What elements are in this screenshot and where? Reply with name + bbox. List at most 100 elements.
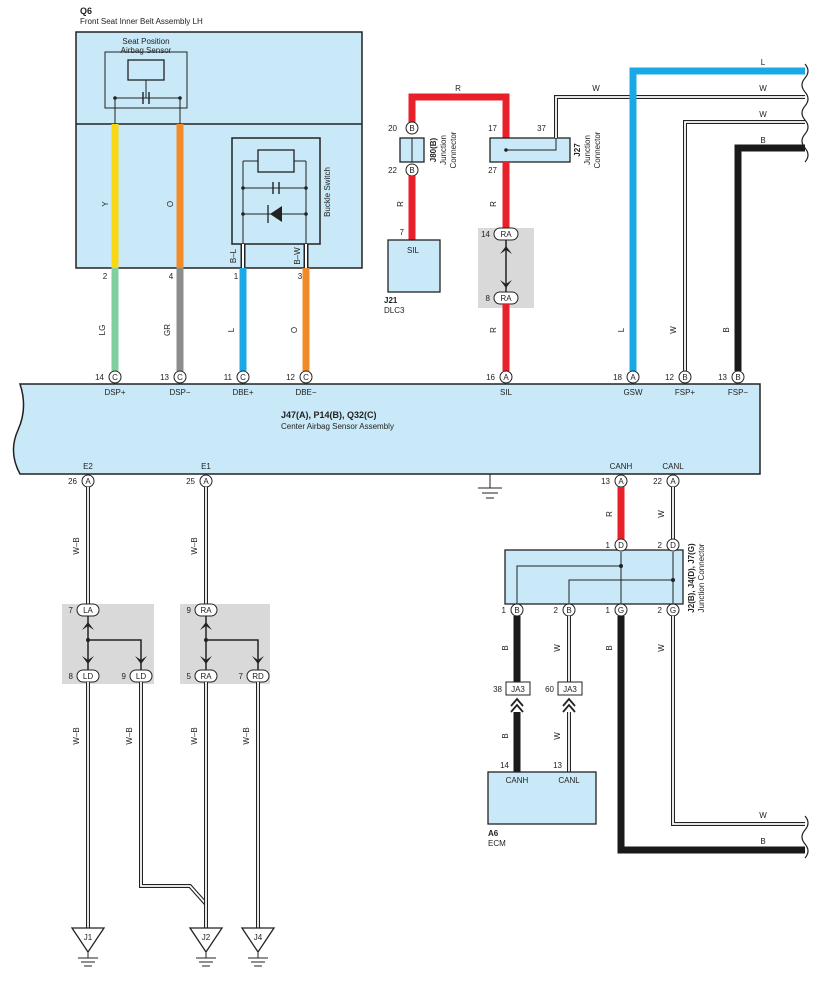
svg-text:2: 2 [658, 541, 663, 550]
svg-text:C: C [303, 373, 309, 382]
svg-text:2: 2 [554, 606, 559, 615]
svg-text:26: 26 [68, 477, 77, 486]
svg-text:1: 1 [234, 272, 239, 281]
svg-text:ECM: ECM [488, 839, 506, 848]
svg-text:W–B: W–B [125, 727, 134, 744]
svg-text:C: C [177, 373, 183, 382]
svg-text:R: R [489, 327, 498, 333]
svg-text:A: A [85, 477, 91, 486]
svg-text:C: C [112, 373, 118, 382]
ja3-left [505, 681, 531, 696]
svg-text:B: B [682, 373, 687, 382]
svg-text:SIL: SIL [407, 246, 420, 255]
q6-name: Front Seat Inner Belt Assembly LH [80, 17, 203, 26]
svg-text:13: 13 [718, 373, 727, 382]
svg-text:W–B: W–B [190, 727, 199, 744]
svg-text:A6: A6 [488, 829, 499, 838]
svg-text:FSP+: FSP+ [675, 388, 696, 397]
svg-text:B: B [760, 837, 765, 846]
svg-text:O: O [290, 327, 299, 333]
svg-text:J21: J21 [384, 296, 398, 305]
j27-code: J27 [573, 143, 582, 157]
svg-text:LA: LA [83, 606, 93, 615]
svg-text:DBE+: DBE+ [232, 388, 253, 397]
svg-text:12: 12 [665, 373, 674, 382]
svg-text:DSP+: DSP+ [104, 388, 125, 397]
svg-text:A: A [503, 373, 509, 382]
svg-text:A: A [670, 477, 676, 486]
ground-j4-icon: J4 [240, 927, 276, 967]
jj-code: J2(B), J4(D), J7(G) [687, 543, 696, 613]
svg-text:B: B [501, 645, 510, 650]
sensor-label-1: Seat Position [122, 37, 169, 46]
svg-text:13: 13 [601, 477, 610, 486]
wire-canh-out [617, 616, 805, 854]
svg-text:B: B [605, 645, 614, 650]
svg-text:18: 18 [613, 373, 622, 382]
svg-text:9: 9 [122, 672, 127, 681]
svg-text:A: A [618, 477, 624, 486]
svg-text:5: 5 [187, 672, 192, 681]
svg-text:1: 1 [606, 606, 611, 615]
wire-label-bl: B–L [229, 248, 238, 263]
svg-text:B: B [409, 166, 414, 175]
svg-text:W: W [759, 110, 767, 119]
ground-j1-icon: J1 [70, 927, 106, 967]
svg-text:D: D [618, 541, 624, 550]
svg-text:DLC3: DLC3 [384, 306, 405, 315]
wire-label-bw: B–W [293, 247, 302, 265]
ja3-right [557, 681, 583, 696]
dlc3-box [387, 239, 441, 293]
svg-text:RA: RA [200, 672, 212, 681]
junction-connector-j2-j4-j7 [504, 549, 684, 605]
svg-text:L: L [761, 58, 766, 67]
ecm-box [487, 771, 597, 825]
svg-text:G: G [670, 606, 676, 615]
svg-text:R: R [605, 511, 614, 517]
svg-text:4: 4 [169, 272, 174, 281]
svg-text:22: 22 [388, 166, 397, 175]
svg-text:13: 13 [160, 373, 169, 382]
svg-text:17: 17 [488, 124, 497, 133]
svg-text:14: 14 [95, 373, 104, 382]
svg-text:J1: J1 [84, 933, 93, 942]
svg-text:14: 14 [481, 230, 490, 239]
svg-text:W: W [657, 510, 666, 518]
svg-text:E2: E2 [83, 462, 93, 471]
svg-text:Connector: Connector [593, 131, 602, 168]
svg-text:C: C [240, 373, 246, 382]
svg-text:22: 22 [653, 477, 662, 486]
svg-text:B: B [409, 124, 414, 133]
svg-text:R: R [489, 201, 498, 207]
svg-text:27: 27 [488, 166, 497, 175]
svg-text:20: 20 [388, 124, 397, 133]
svg-text:13: 13 [553, 761, 562, 770]
svg-text:FSP−: FSP− [728, 388, 749, 397]
svg-text:L: L [617, 327, 626, 332]
svg-text:RA: RA [500, 230, 512, 239]
pin-e2: E2A 26 [68, 462, 95, 488]
svg-text:GSW: GSW [623, 388, 643, 397]
svg-text:38: 38 [493, 685, 502, 694]
svg-text:RA: RA [200, 606, 212, 615]
svg-text:J4: J4 [254, 933, 263, 942]
svg-text:W–B: W–B [72, 537, 81, 554]
svg-text:B: B [735, 373, 740, 382]
svg-text:A: A [203, 477, 209, 486]
seat-position-sensor [104, 51, 188, 109]
svg-text:B: B [501, 733, 510, 738]
svg-text:3: 3 [298, 272, 303, 281]
svg-text:Connector: Connector [449, 131, 458, 168]
svg-text:2: 2 [658, 606, 663, 615]
svg-text:W: W [592, 84, 600, 93]
center-airbag-sensor [12, 383, 761, 475]
